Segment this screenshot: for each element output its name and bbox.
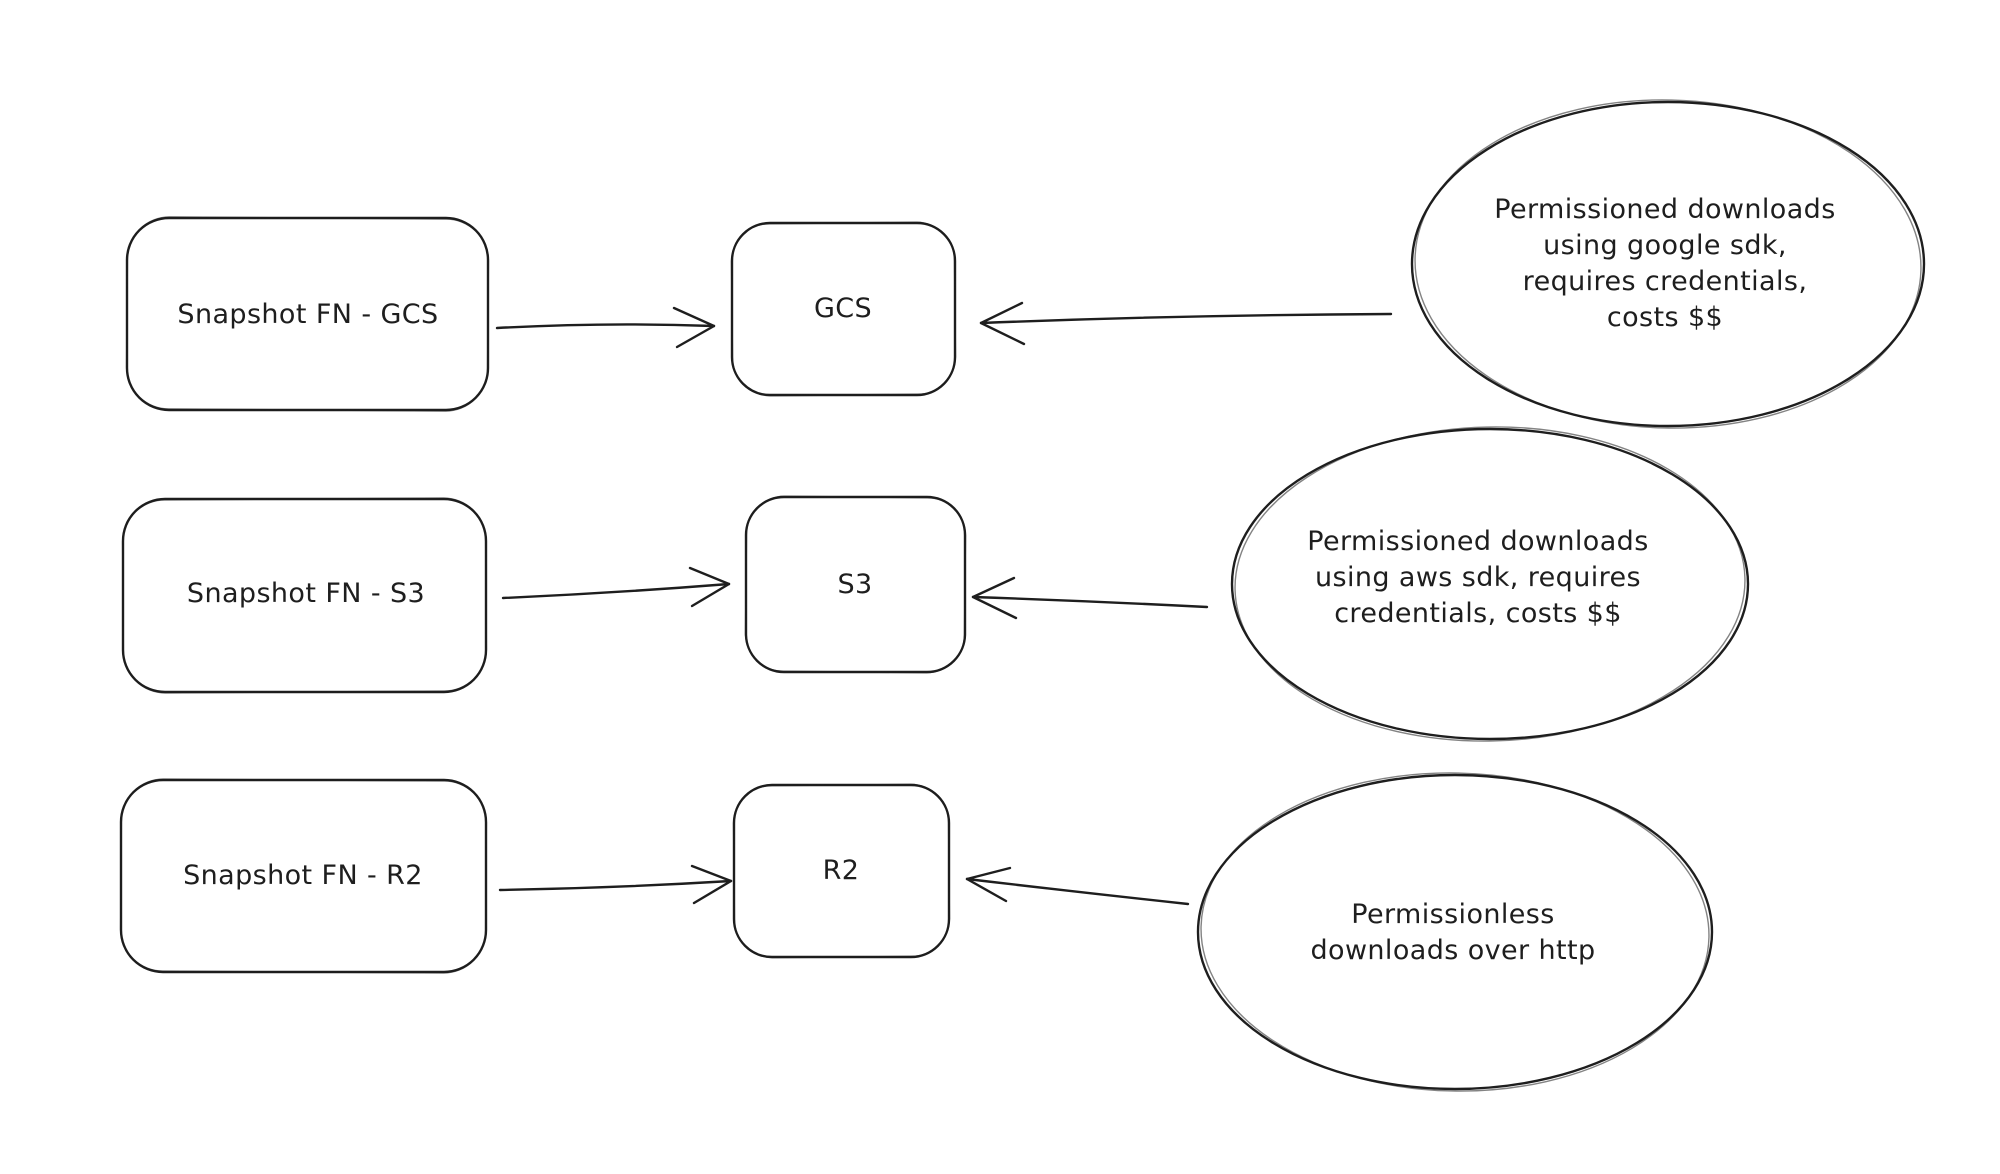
arrow-snapshot-s3-to-s3[interactable] (501, 566, 731, 608)
snapshot-fn-s3-box[interactable] (121, 497, 488, 694)
arrow-snapshot-r2-to-r2[interactable] (498, 864, 733, 905)
arrow-note-s3-to-s3[interactable] (971, 576, 1209, 620)
gcs-box[interactable] (730, 221, 957, 397)
note-r2-ellipse[interactable] (1196, 768, 1714, 1097)
note-s3-label[interactable]: Permissioned downloads using aws sdk, re… (1307, 526, 1649, 629)
arrow-snapshot-gcs-to-gcs[interactable] (495, 306, 716, 349)
note-r2-label[interactable]: Permissionless downloads over http (1310, 899, 1596, 966)
gcs-label[interactable]: GCS (813, 293, 873, 324)
snapshot-fn-r2-box[interactable] (119, 778, 488, 974)
snapshot-fn-gcs-box[interactable] (125, 216, 490, 412)
arrow-note-r2-to-r2[interactable] (965, 866, 1190, 906)
note-gcs-ellipse[interactable] (1410, 94, 1926, 434)
note-s3-ellipse[interactable] (1230, 421, 1750, 746)
r2-label[interactable]: R2 (822, 855, 860, 886)
arrow-note-gcs-to-gcs[interactable] (979, 301, 1393, 346)
snapshot-fn-s3-label[interactable]: Snapshot FN - S3 (186, 578, 426, 609)
r2-box[interactable] (732, 783, 951, 959)
note-gcs-label[interactable]: Permissioned downloads using google sdk,… (1494, 194, 1836, 333)
s3-box[interactable] (744, 495, 967, 674)
snapshot-fn-r2-label[interactable]: Snapshot FN - R2 (183, 860, 423, 891)
snapshot-fn-gcs-label[interactable]: Snapshot FN - GCS (177, 299, 439, 330)
s3-label[interactable]: S3 (837, 569, 873, 600)
